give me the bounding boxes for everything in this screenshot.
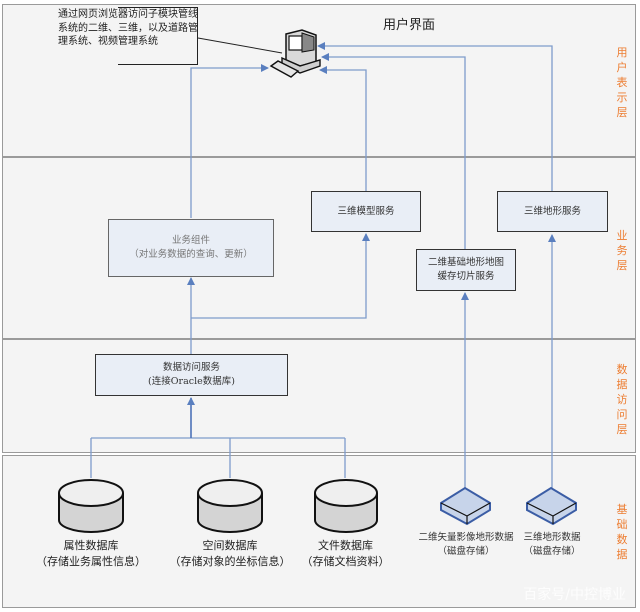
disk-name: 三维地形数据 xyxy=(523,532,581,543)
disk-storage-icon xyxy=(526,486,577,526)
database-name: 文件数据库 xyxy=(318,539,373,552)
database-desc: （存储对象的坐标信息） xyxy=(169,555,291,568)
data-access-service-box: 数据访问服务 (连接Oracle数据库) xyxy=(95,354,288,396)
wire-terrain-to-ui xyxy=(317,42,553,192)
tile-service-line1: 二维基础地形地图 xyxy=(427,257,504,268)
disk-desc: （磁盘存储） xyxy=(523,546,581,557)
layer-base-data: 基础数据 xyxy=(2,455,636,608)
wire-tile-to-ui xyxy=(321,53,466,250)
layer-presentation: 用户表示层 xyxy=(2,4,636,157)
business-component-desc: （对业务数据的查询、更新） xyxy=(129,249,253,260)
presentation-note: 通过网页浏览器访问子模块管线系统的二维、三维，以及道路管理系统、视频管理系统 xyxy=(58,9,198,47)
layer-title-base-data: 基础数据 xyxy=(616,503,628,561)
database-caption: 文件数据库 （存储文档资料） xyxy=(298,538,393,570)
disk-name: 二维矢量影像地形数据 xyxy=(418,532,514,543)
disk-caption: 三维地形数据 （磁盘存储） xyxy=(519,531,585,559)
disk-caption: 二维矢量影像地形数据 （磁盘存储） xyxy=(414,531,518,559)
desktop-computer-icon xyxy=(269,29,321,78)
model-service-box: 三维模型服务 xyxy=(311,191,421,232)
wire-component-to-ui xyxy=(190,64,269,218)
layer-title-business: 业务层 xyxy=(616,229,628,272)
wire-model-to-ui xyxy=(319,66,367,192)
tile-service-box: 二维基础地形地图 缓存切片服务 xyxy=(416,249,516,291)
terrain-service-box: 三维地形服务 xyxy=(497,191,608,232)
business-component-title: 业务组件 xyxy=(171,235,210,246)
database-caption: 空间数据库 （存储对象的坐标信息） xyxy=(165,538,295,570)
database-caption: 属性数据库 （存储业务属性信息） xyxy=(31,538,151,570)
database-cylinder-icon xyxy=(197,479,263,533)
layer-business: 业务层 xyxy=(2,157,636,339)
business-component-box: 业务组件 （对业务数据的查询、更新） xyxy=(108,219,274,277)
database-desc: （存储业务属性信息） xyxy=(36,555,146,568)
data-access-service-title: 数据访问服务 xyxy=(162,362,220,373)
watermark: 百家号/中控博业 xyxy=(523,587,626,603)
wire-dataaccess-to-model xyxy=(191,233,370,319)
note-callout-frame xyxy=(118,7,198,65)
terrain-service-label: 三维地形服务 xyxy=(523,205,581,217)
tile-service-line2: 缓存切片服务 xyxy=(437,271,495,282)
database-name: 属性数据库 xyxy=(63,539,119,552)
disk-storage-icon xyxy=(440,486,491,526)
disk-desc: （磁盘存储） xyxy=(437,546,495,557)
data-access-service-desc: (连接Oracle数据库) xyxy=(148,376,235,387)
model-service-label: 三维模型服务 xyxy=(337,205,395,217)
database-desc: （存储文档资料） xyxy=(301,555,390,568)
database-cylinder-icon xyxy=(314,479,378,533)
user-interface-title: 用户界面 xyxy=(383,18,436,33)
note-leader-line xyxy=(197,37,283,54)
database-name: 空间数据库 xyxy=(202,539,258,552)
database-cylinder-icon xyxy=(58,479,124,533)
layer-title-data-access: 数据访问层 xyxy=(616,363,628,436)
layer-title-presentation: 用户表示层 xyxy=(616,46,628,119)
